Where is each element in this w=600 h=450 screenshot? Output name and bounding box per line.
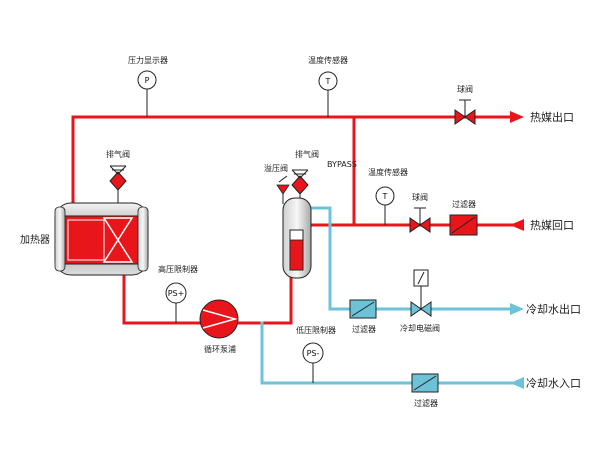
ball-valve-mid-label: 球阀 — [412, 192, 428, 202]
filter-cool-in-label: 过滤器 — [414, 398, 438, 408]
vent-valve-right[interactable] — [291, 169, 309, 198]
low-pressure-limiter[interactable] — [302, 342, 324, 364]
heater[interactable] — [54, 202, 149, 276]
filter-cool-out-label: 过滤器 — [352, 324, 376, 334]
relief-valve-label: 溢压阀 — [264, 163, 288, 173]
high-pressure-limit-label: 高压限制器 — [158, 264, 198, 274]
temp-sensor-top-symbol: T — [325, 77, 331, 86]
temp-sensor-mid-label: 温度传感器 — [368, 167, 408, 177]
filter-cool-in[interactable] — [411, 373, 439, 393]
circulation-pump[interactable] — [199, 299, 239, 339]
filter-mid-label: 过滤器 — [452, 199, 476, 209]
cooling-outlet-label: 冷却水出口 — [526, 302, 581, 316]
heater-label: 加热器 — [20, 233, 50, 246]
filter-mid[interactable] — [449, 214, 478, 236]
pressure-gauge[interactable] — [137, 70, 157, 90]
pump-label: 循环泵浦 — [204, 344, 236, 354]
ball-valve-top-label: 球阀 — [457, 84, 473, 94]
cooling-inlet-arrow — [510, 377, 524, 389]
temp-sensor-mid-symbol: T — [382, 192, 388, 201]
expansion-tank[interactable] — [282, 197, 312, 279]
temp-sensor-top[interactable] — [318, 71, 338, 91]
heat-outlet-label: 热媒出口 — [530, 110, 574, 124]
heat-return-label: 热媒回口 — [530, 219, 574, 232]
temp-sensor-mid[interactable] — [375, 186, 395, 206]
cooling-inlet-label: 冷却水入口 — [526, 377, 581, 390]
ball-valve-mid[interactable] — [409, 207, 431, 233]
vent-valve-left-label: 排气阀 — [106, 149, 130, 159]
ball-valve-top[interactable] — [454, 99, 476, 125]
low-pressure-limit-label: 低压限制器 — [296, 325, 336, 335]
vent-valve-left[interactable] — [109, 165, 127, 203]
high-pressure-limiter[interactable] — [165, 282, 187, 304]
cooling-solenoid-label: 冷却电磁阀 — [400, 323, 440, 333]
cooling-solenoid-valve[interactable] — [410, 269, 432, 317]
temp-sensor-top-label: 温度传感器 — [308, 55, 348, 65]
filter-cool-out[interactable] — [349, 299, 377, 319]
low-pressure-limiter-symbol: PS- — [307, 349, 320, 358]
relief-valve[interactable] — [276, 175, 290, 204]
heat-outlet-arrow — [510, 111, 524, 123]
heat-return-arrow — [510, 219, 524, 231]
vent-valve-right-label: 排气阀 — [295, 149, 319, 159]
pressure-display-label: 压力显示器 — [128, 55, 168, 65]
pressure-gauge-symbol: P — [145, 76, 150, 85]
high-pressure-limiter-symbol: PS+ — [168, 289, 185, 298]
cooling-outlet-arrow — [510, 303, 524, 315]
bypass-label: BYPASS — [327, 160, 357, 169]
